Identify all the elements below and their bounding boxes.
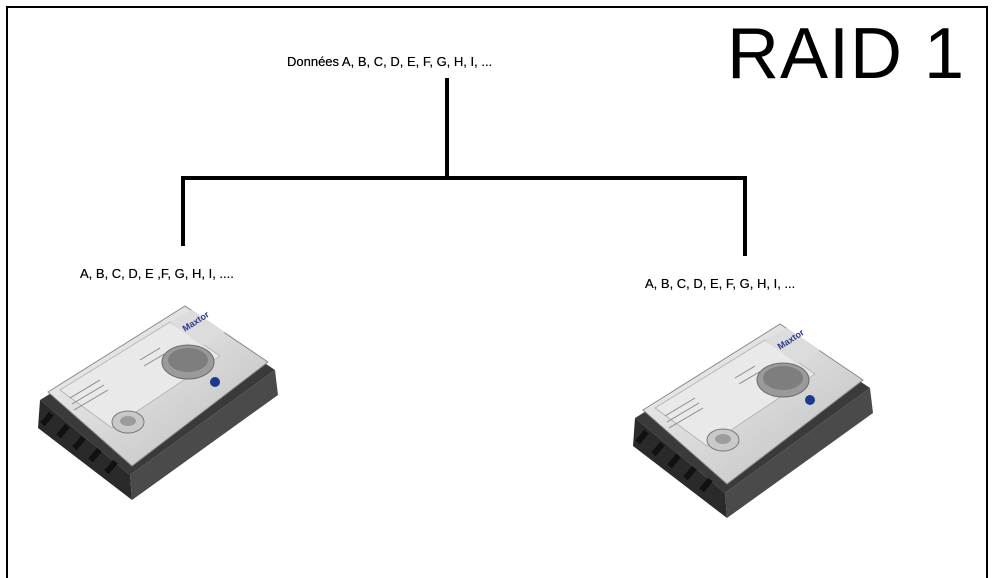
hard-disk-icon: Maxtor <box>633 323 873 518</box>
diagram-title: RAID 1 <box>727 14 966 94</box>
right-branch-line <box>743 176 747 256</box>
root-data-label: Données A, B, C, D, E, F, G, H, I, ... <box>287 54 493 69</box>
branch-horizontal-line <box>181 176 747 180</box>
left-branch-line <box>181 176 185 246</box>
diagram-frame <box>6 6 988 578</box>
right-disk-label: A, B, C, D, E, F, G, H, I, ... <box>645 276 796 291</box>
root-stem-line <box>445 78 449 180</box>
left-disk-label: A, B, C, D, E ,F, G, H, I, .... <box>80 266 234 281</box>
hard-disk-icon: Maxtor <box>38 305 278 500</box>
